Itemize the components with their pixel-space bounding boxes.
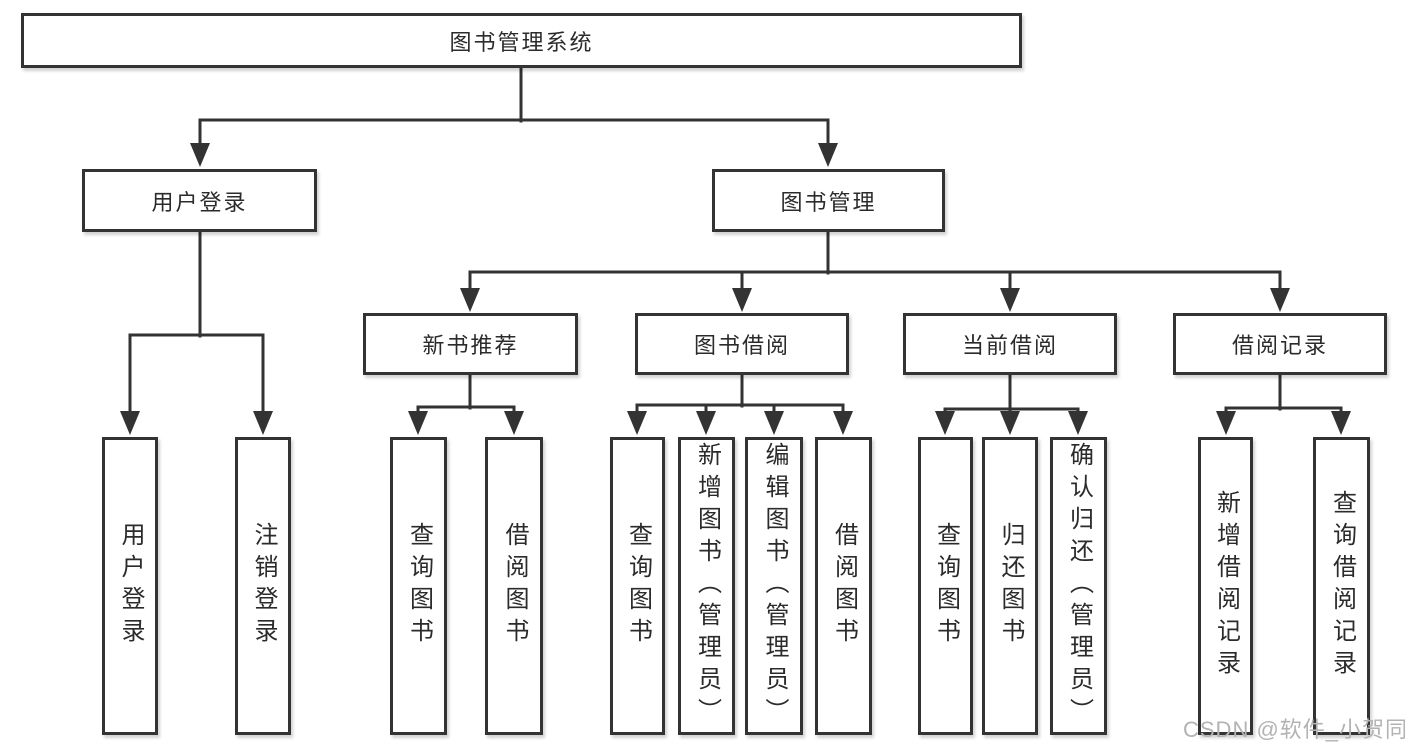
leaf-add-borrow-record: 新增借阅记录	[1198, 437, 1253, 735]
node-current-borrowing: 当前借阅	[903, 313, 1117, 375]
node-label: 当前借阅	[961, 333, 1058, 358]
leaf-query-borrow-record: 查询借阅记录	[1313, 437, 1370, 735]
leaf-add-books-admin: 新增图书（管理员）	[678, 437, 735, 735]
leaf-return-books: 归还图书	[982, 437, 1038, 735]
leaf-label: 新增借阅记录	[1212, 490, 1240, 682]
node-label: 图书管理	[780, 189, 877, 215]
leaf-logout: 注销登录	[235, 437, 291, 735]
leaf-label: 查询图书	[624, 522, 652, 650]
leaf-label: 归还图书	[997, 522, 1024, 650]
leaf-label: 用户登录	[117, 522, 144, 650]
node-user-login: 用户登录	[82, 169, 317, 232]
leaf-label: 借阅图书	[501, 522, 528, 650]
leaf-label: 注销登录	[250, 522, 277, 650]
leaf-borrow-books: 借阅图书	[815, 437, 872, 735]
leaf-confirm-return-admin: 确认归还（管理员）	[1050, 437, 1107, 735]
leaf-label: 确认归还（管理员）	[1065, 442, 1093, 730]
leaf-label: 新增图书（管理员）	[693, 442, 721, 730]
node-borrow-records: 借阅记录	[1173, 313, 1387, 375]
node-new-book-recommend: 新书推荐	[363, 313, 578, 375]
watermark: CSDN @软件_小贺同学	[1183, 717, 1405, 742]
node-label: 借阅记录	[1231, 333, 1328, 358]
node-book-management: 图书管理	[712, 169, 945, 232]
leaf-user-login: 用户登录	[102, 437, 158, 735]
leaf-edit-books-admin: 编辑图书（管理员）	[745, 437, 803, 735]
node-label: 图书借阅	[693, 333, 790, 358]
leaf-borrow-books-recommend: 借阅图书	[485, 437, 543, 735]
leaf-label: 查询图书	[932, 522, 960, 650]
leaf-label: 查询借阅记录	[1328, 490, 1356, 682]
node-label: 用户登录	[151, 189, 248, 215]
node-label: 图书管理系统	[449, 29, 594, 55]
node-book-borrowing: 图书借阅	[635, 313, 849, 375]
leaf-label: 借阅图书	[830, 522, 858, 650]
leaf-label: 编辑图书（管理员）	[761, 442, 788, 730]
leaf-query-books-current: 查询图书	[918, 437, 973, 735]
leaf-query-books-recommend: 查询图书	[390, 437, 447, 735]
leaf-query-books-borrowing: 查询图书	[610, 437, 665, 735]
node-library-management-system: 图书管理系统	[21, 13, 1022, 68]
node-label: 新书推荐	[422, 333, 519, 358]
leaf-label: 查询图书	[405, 522, 433, 650]
